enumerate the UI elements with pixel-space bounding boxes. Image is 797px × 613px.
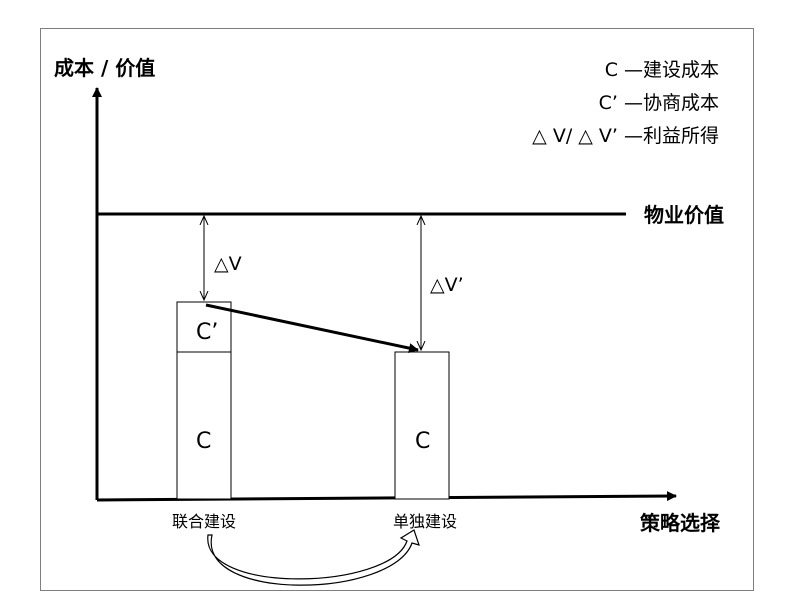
- curved-switch-arrow: [207, 529, 420, 586]
- joint-bar-c: [176, 351, 232, 500]
- delta-v-label: △V: [214, 253, 242, 275]
- legend-c: C —建设成本: [605, 59, 719, 81]
- joint-bar-c-prime-label: C’: [196, 320, 218, 345]
- joint-bar-c-prime: [176, 301, 232, 353]
- diagram-frame: [40, 28, 754, 591]
- x-axis-label: 策略选择: [640, 511, 721, 535]
- transition-arrow: [205, 303, 419, 354]
- delta-v-prime-label: △V’: [430, 274, 464, 296]
- legend-delta: △ V/ △ V’ —利益所得: [532, 125, 719, 147]
- category-label-solo: 单独建设: [393, 512, 457, 531]
- y-axis-label: 成本 / 价值: [54, 56, 155, 80]
- property-value-label: 物业价值: [644, 203, 724, 227]
- joint-bar-c-label: C: [196, 429, 211, 454]
- legend-c-prime: C’ —协商成本: [599, 92, 719, 114]
- category-label-joint: 联合建设: [172, 512, 236, 531]
- solo-bar-c-label: C: [415, 429, 430, 454]
- solo-bar-c: [394, 351, 450, 500]
